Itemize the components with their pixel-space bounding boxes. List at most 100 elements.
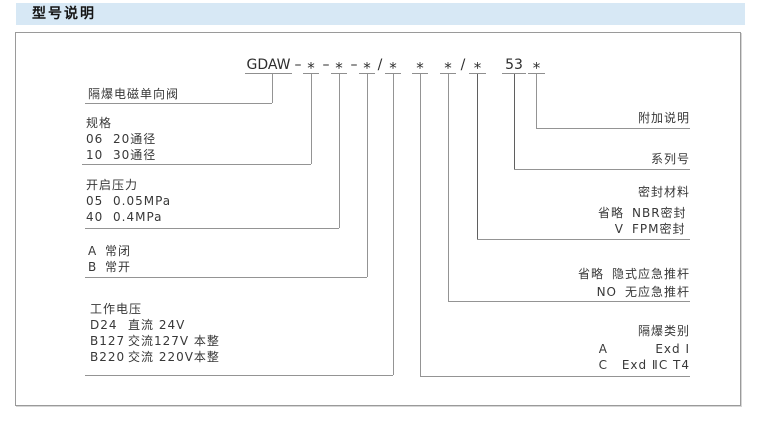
section-pressure: 开启压力 05 0.05MPa 40 0.4MPa (86, 178, 171, 225)
spec-row: 10 30通径 (86, 148, 156, 163)
pressure-label: 0.05MPa (113, 194, 172, 208)
section-spec: 规格 06 20通径 10 30通径 (86, 116, 156, 163)
state-code: B (88, 260, 98, 274)
diagram-frame (15, 32, 741, 406)
connector-vertical-voltage (393, 74, 394, 375)
exd-class-code: C (598, 358, 608, 372)
voltage-title: 工作电压 (90, 302, 143, 316)
voltage-code: B127 (90, 334, 126, 348)
pressure-title: 开启压力 (86, 178, 139, 192)
pressure-code: 40 (86, 210, 104, 224)
code-segment-prefix: GDAW (245, 57, 292, 74)
section-voltage: 工作电压 D24 直流 24V B127 交流127V 本整 B220 交流 2… (90, 302, 220, 365)
seal-title: 密封材料 (637, 185, 690, 199)
exd-class-title: 隔爆类别 (637, 324, 690, 338)
code-separator-dash: – (294, 57, 302, 73)
voltage-code: B220 (90, 350, 126, 364)
page-title: 型号说明 (32, 6, 96, 22)
voltage-row: B127 交流127V 本整 (90, 334, 220, 349)
underline-spec (82, 164, 311, 165)
code-separator-dash: – (350, 57, 358, 73)
pushrod-code: 省略 (577, 267, 604, 281)
underline-voltage (85, 375, 393, 376)
pushrod-row: 省略 隐式应急推杆 (578, 267, 690, 282)
connector-vertical-state (367, 74, 368, 277)
seal-label: FPM密封 (632, 222, 686, 236)
state-row: A 常闭 (88, 244, 131, 259)
exd-class-row: A Exd Ⅰ (599, 342, 690, 357)
connector-vertical-series (514, 74, 515, 169)
pushrod-row: NO 无应急推杆 (578, 285, 690, 300)
connector-vertical-exd-class (420, 74, 421, 376)
pressure-code: 05 (86, 194, 104, 208)
additional-title: 附加说明 (637, 111, 690, 125)
section-exd-class: 隔爆类别 A Exd Ⅰ C Exd ⅡC T4 (599, 324, 690, 373)
code-segment-voltage: * (385, 58, 401, 77)
seal-code: 省略 (597, 206, 624, 220)
connector-vertical-seal (477, 74, 478, 239)
code-segment-state: * (359, 58, 375, 77)
spec-code: 10 (86, 148, 104, 162)
state-label: 常闭 (105, 244, 132, 258)
code-separator-slash: / (377, 57, 383, 73)
section-pushrod: 省略 隐式应急推杆 NO 无应急推杆 (578, 267, 690, 300)
exd-class-code: A (598, 342, 608, 356)
section-state: A 常闭 B 常开 (88, 244, 131, 275)
underline-seal (477, 239, 690, 240)
code-segment-pushrod: * (440, 58, 456, 77)
voltage-label: 直流 24V (128, 318, 186, 332)
connector-vertical-spec (311, 74, 312, 164)
pushrod-label: 无应急推杆 (624, 285, 690, 299)
voltage-row: D24 直流 24V (90, 318, 220, 333)
underline-pressure (85, 228, 339, 229)
code-segment-series: 53 (502, 58, 526, 74)
code-separator-slash: / (460, 57, 466, 73)
code-segment-spec: * (303, 58, 319, 77)
state-code: A (88, 244, 98, 258)
pressure-label: 0.4MPa (113, 210, 163, 224)
code-segment-pressure: * (331, 58, 347, 77)
pushrod-label: 隐式应急推杆 (611, 267, 690, 281)
seal-code: V (614, 222, 624, 236)
pressure-row: 05 0.05MPa (86, 194, 171, 209)
state-row: B 常开 (88, 260, 131, 275)
connector-vertical-additional (536, 74, 537, 128)
voltage-code: D24 (90, 318, 118, 332)
section-seal: 密封材料 省略 NBR密封 V FPM密封 (598, 185, 690, 237)
spec-label: 30通径 (113, 148, 157, 162)
seal-row: 省略 NBR密封 (598, 206, 690, 221)
voltage-label: 交流127V 本整 (128, 334, 220, 348)
underline-valve-name (85, 103, 272, 104)
section-additional: 附加说明 (638, 111, 690, 126)
underline-pushrod (448, 301, 690, 302)
spec-label: 20通径 (113, 132, 157, 146)
seal-label: NBR密封 (632, 206, 687, 220)
exd-class-label: Exd ⅡC T4 (621, 358, 690, 372)
pressure-row: 40 0.4MPa (86, 210, 171, 225)
exd-class-label: Exd Ⅰ (655, 342, 690, 356)
underline-exd-class (420, 376, 690, 377)
code-segment-additional: * (528, 58, 545, 77)
underline-additional (536, 128, 690, 129)
connector-vertical-prefix (272, 74, 273, 103)
underline-series (514, 169, 690, 170)
seal-row: V FPM密封 (598, 222, 690, 237)
exd-class-row: C Exd ⅡC T4 (599, 358, 690, 373)
connector-vertical-pushrod (448, 74, 449, 301)
valve-name-label: 隔爆电磁单向阀 (88, 87, 180, 101)
voltage-row: B220 交流 220V本整 (90, 350, 220, 365)
code-segment-exd-class: * (412, 58, 428, 77)
voltage-label: 交流 220V本整 (128, 350, 220, 364)
section-series: 系列号 (651, 152, 690, 167)
connector-vertical-pressure (339, 74, 340, 228)
series-title: 系列号 (650, 152, 690, 166)
pushrod-code: NO (596, 285, 617, 299)
section-valve-name: 隔爆电磁单向阀 (88, 87, 179, 102)
state-label: 常开 (105, 260, 132, 274)
code-segment-seal: * (469, 58, 486, 77)
page-header-bar: 型号说明 (16, 3, 745, 25)
spec-title: 规格 (86, 116, 113, 130)
spec-row: 06 20通径 (86, 132, 156, 147)
spec-code: 06 (86, 132, 104, 146)
